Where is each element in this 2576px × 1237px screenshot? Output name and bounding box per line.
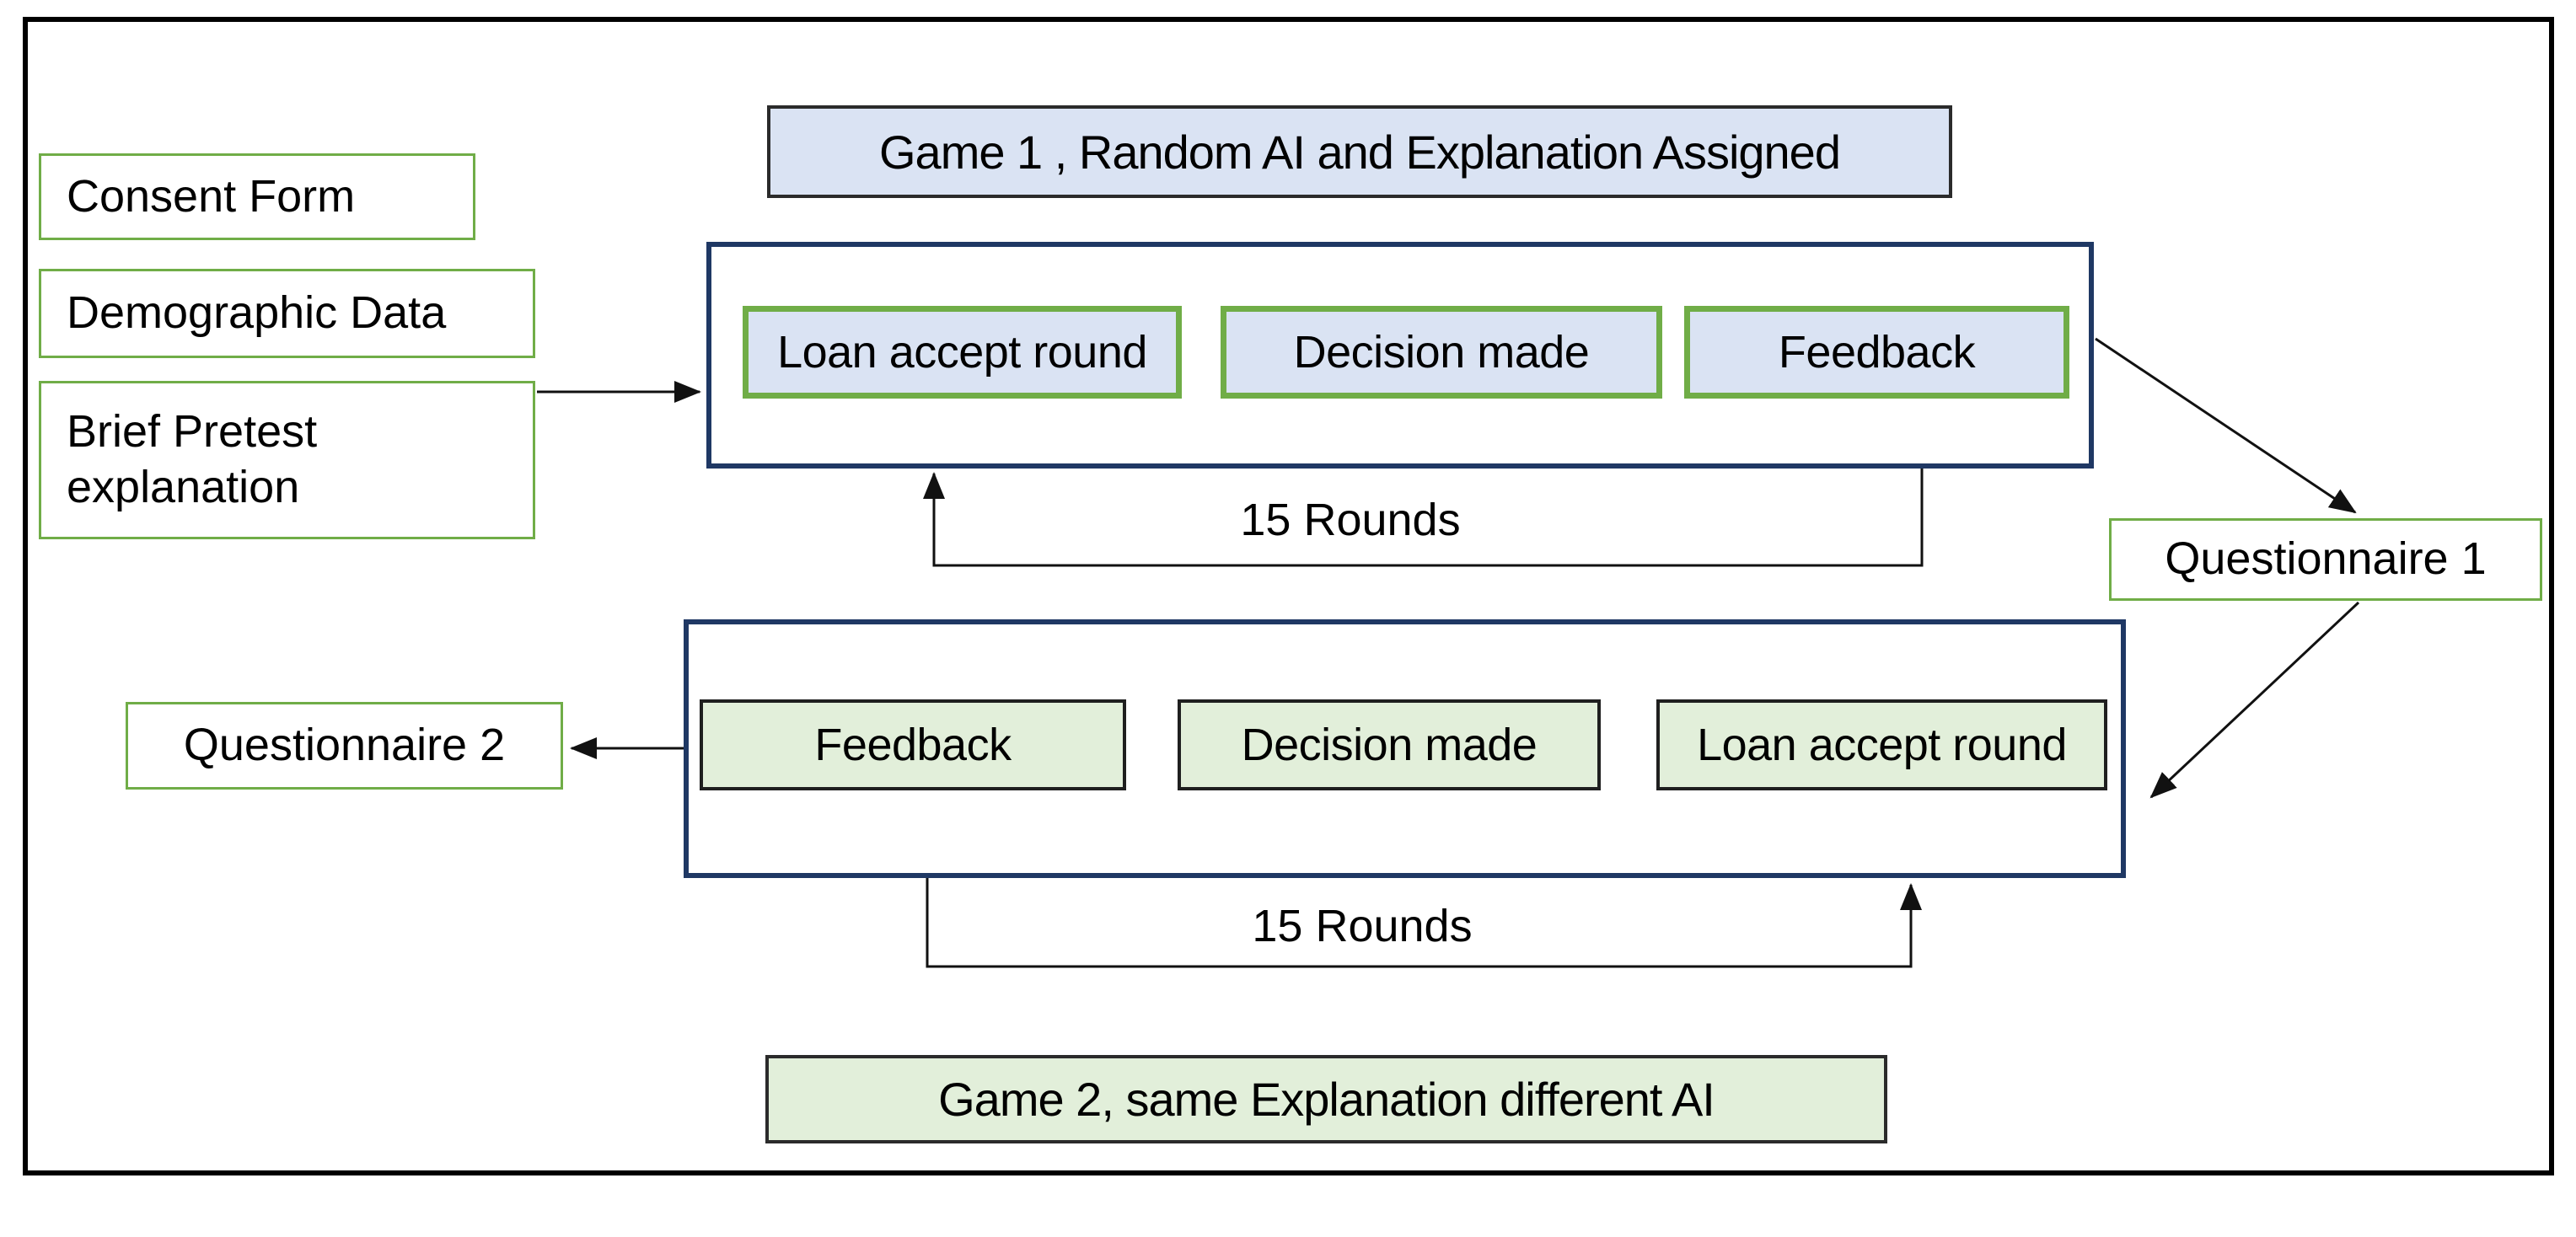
game1-step-loan-accept-round: Loan accept round — [743, 306, 1182, 399]
consent-form-box: Consent Form — [39, 153, 475, 240]
game2-title-banner: Game 2, same Explanation different AI — [765, 1055, 1887, 1143]
game1-title-banner: Game 1 , Random AI and Explanation Assig… — [767, 105, 1952, 198]
game2-step-loan-accept-round: Loan accept round — [1656, 699, 2107, 790]
game2-step-decision-made: Decision made — [1178, 699, 1601, 790]
questionnaire1-box: Questionnaire 1 — [2109, 518, 2542, 601]
demographic-data-box: Demographic Data — [39, 269, 535, 358]
game1-step-decision-made: Decision made — [1221, 306, 1662, 399]
rounds-label-game2: 15 Rounds — [1252, 901, 1473, 951]
rounds-label-game1: 15 Rounds — [1240, 495, 1461, 545]
figure-border — [23, 17, 2554, 1175]
questionnaire2-box: Questionnaire 2 — [126, 702, 563, 790]
brief-pretest-explanation-box: Brief Pretest explanation — [39, 381, 535, 539]
game1-step-feedback: Feedback — [1684, 306, 2069, 399]
game2-step-feedback: Feedback — [700, 699, 1126, 790]
